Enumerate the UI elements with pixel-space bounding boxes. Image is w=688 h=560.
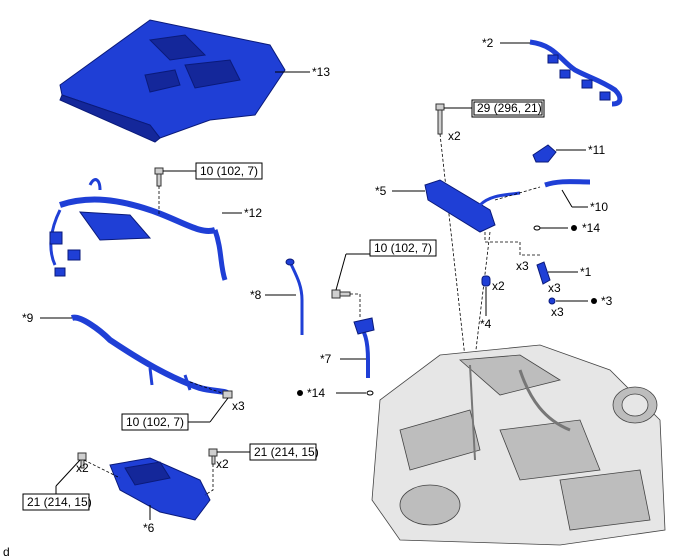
guide-bolt-6b bbox=[204, 464, 214, 496]
part-4 bbox=[481, 275, 491, 287]
guide-bolt-7 bbox=[350, 293, 361, 318]
label-1: *1 bbox=[580, 265, 592, 279]
qty-top: x2 bbox=[448, 129, 461, 143]
torque-box-6a bbox=[22, 493, 90, 511]
label-14a: *14 bbox=[582, 221, 600, 235]
label-7: *7 bbox=[320, 352, 332, 366]
guide-rail-injectors bbox=[484, 232, 540, 256]
wire-harness-part bbox=[529, 39, 623, 107]
label-14b: *14 bbox=[307, 386, 325, 400]
sensor-11-part bbox=[532, 144, 557, 163]
guide-bolt-6a bbox=[83, 459, 121, 479]
oring-14-upper bbox=[533, 225, 541, 231]
dot-3 bbox=[591, 298, 597, 304]
leader-torque-7a bbox=[335, 253, 347, 291]
label-10: *10 bbox=[590, 200, 608, 214]
guide-top-bolt bbox=[439, 133, 473, 421]
leader-torque-9 bbox=[209, 397, 229, 423]
torque-box-12 bbox=[195, 162, 263, 180]
torque-9: 10 (102, 7) bbox=[126, 415, 184, 429]
torque-box-7 bbox=[369, 239, 437, 257]
insulator-3-part bbox=[548, 297, 556, 305]
engine-cover-part bbox=[59, 19, 286, 143]
pipe-9-part bbox=[70, 314, 233, 398]
qty-3: x3 bbox=[551, 305, 564, 319]
bolt-6a bbox=[77, 452, 87, 469]
fuel-pipe-10 bbox=[544, 179, 591, 188]
bolt-7 bbox=[331, 289, 351, 299]
leader-torque-6a bbox=[55, 459, 81, 487]
top-bolt bbox=[435, 103, 445, 135]
label-13: *13 bbox=[312, 65, 330, 79]
label-9: *9 bbox=[22, 311, 34, 325]
bracket-6-part bbox=[109, 457, 211, 521]
torque-box-9 bbox=[121, 413, 189, 431]
qty-9: x3 bbox=[232, 399, 245, 413]
fuel-rail-part bbox=[424, 179, 521, 233]
torque-6a: 21 (214, 15) bbox=[27, 495, 92, 509]
torque-box-6b bbox=[249, 443, 317, 461]
dipstick-8-part bbox=[288, 261, 304, 335]
torque-7: 10 (102, 7) bbox=[374, 241, 432, 255]
torque-6b: 21 (214, 15) bbox=[254, 445, 319, 459]
oring-14-lower bbox=[366, 390, 374, 396]
torque-12: 10 (102, 7) bbox=[200, 164, 258, 178]
harness-12-part bbox=[49, 178, 228, 281]
label-11: *11 bbox=[588, 143, 605, 157]
label-6: *6 bbox=[143, 521, 155, 535]
guide-5-10 bbox=[494, 186, 541, 201]
torque-top: 29 (296, 21) bbox=[477, 101, 542, 115]
engine-assembly bbox=[371, 344, 666, 546]
qty-6a: x2 bbox=[76, 461, 89, 475]
dot-14b bbox=[297, 390, 303, 396]
qty-6b: x2 bbox=[216, 457, 229, 471]
qty-4: x2 bbox=[492, 279, 505, 293]
qty-1: x3 bbox=[548, 281, 561, 295]
label-8: *8 bbox=[250, 288, 262, 302]
label-12: *12 bbox=[244, 206, 262, 220]
bolt-9 bbox=[222, 390, 233, 399]
dot-14a bbox=[571, 225, 577, 231]
label-3: *3 bbox=[601, 294, 613, 308]
label-4: *4 bbox=[480, 317, 492, 331]
label-5: *5 bbox=[375, 184, 387, 198]
guide-bolt-9 bbox=[189, 381, 226, 395]
torque-box-top bbox=[471, 99, 545, 118]
figure-code: d bbox=[3, 545, 10, 559]
injector-1-part bbox=[536, 261, 551, 285]
label-2: *2 bbox=[482, 36, 494, 50]
leader-10a bbox=[561, 189, 573, 208]
bolt-12 bbox=[154, 167, 164, 187]
qty-14: x3 bbox=[516, 259, 529, 273]
